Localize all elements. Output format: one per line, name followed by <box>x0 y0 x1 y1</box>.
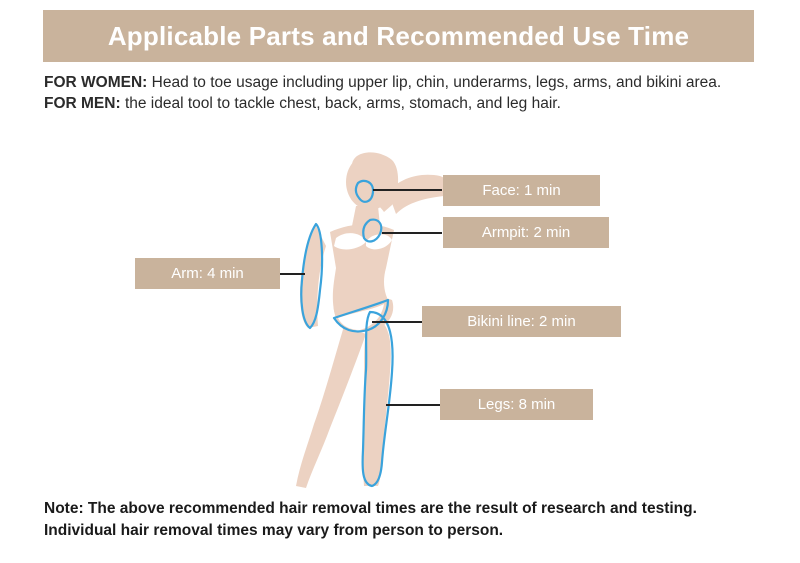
swimsuit <box>334 233 392 330</box>
armpit-area-outline <box>362 218 383 243</box>
men-text: the ideal tool to tackle chest, back, ar… <box>124 95 561 112</box>
disclaimer-note: Note: The above recommended hair removal… <box>44 500 697 539</box>
armpit-time-text: Armpit: 2 min <box>481 224 571 241</box>
women-paragraph: FOR WOMEN: Head to toe usage including u… <box>44 72 764 93</box>
arm-time-text: Arm: 4 min <box>171 265 244 282</box>
men-label: FOR MEN: <box>44 95 121 112</box>
legs-area-outline <box>361 310 394 488</box>
intro-text: FOR WOMEN: Head to toe usage including u… <box>44 72 764 114</box>
treatment-area-outlines <box>300 179 394 488</box>
legs-time-text: Legs: 8 min <box>477 396 556 413</box>
bikini-area-outline <box>332 298 390 333</box>
arm-area-outline <box>300 222 324 330</box>
bikini-line-time-label: Bikini line: 2 min <box>422 306 621 337</box>
women-label: FOR WOMEN: <box>44 74 148 91</box>
face-time-text: Face: 1 min <box>482 182 561 199</box>
legs-time-label: Legs: 8 min <box>440 389 593 420</box>
armpit-time-label: Armpit: 2 min <box>443 217 609 248</box>
men-paragraph: FOR MEN: the ideal tool to tackle chest,… <box>44 93 764 114</box>
face-time-label: Face: 1 min <box>443 175 600 206</box>
bikini-line-time-text: Bikini line: 2 min <box>467 313 576 330</box>
leader-lines <box>280 189 442 406</box>
women-text: Head to toe usage including upper lip, c… <box>151 74 722 91</box>
title-banner: Applicable Parts and Recommended Use Tim… <box>43 10 754 62</box>
page-title: Applicable Parts and Recommended Use Tim… <box>107 20 690 51</box>
arm-time-label: Arm: 4 min <box>135 258 280 289</box>
face-area-outline <box>354 179 375 203</box>
